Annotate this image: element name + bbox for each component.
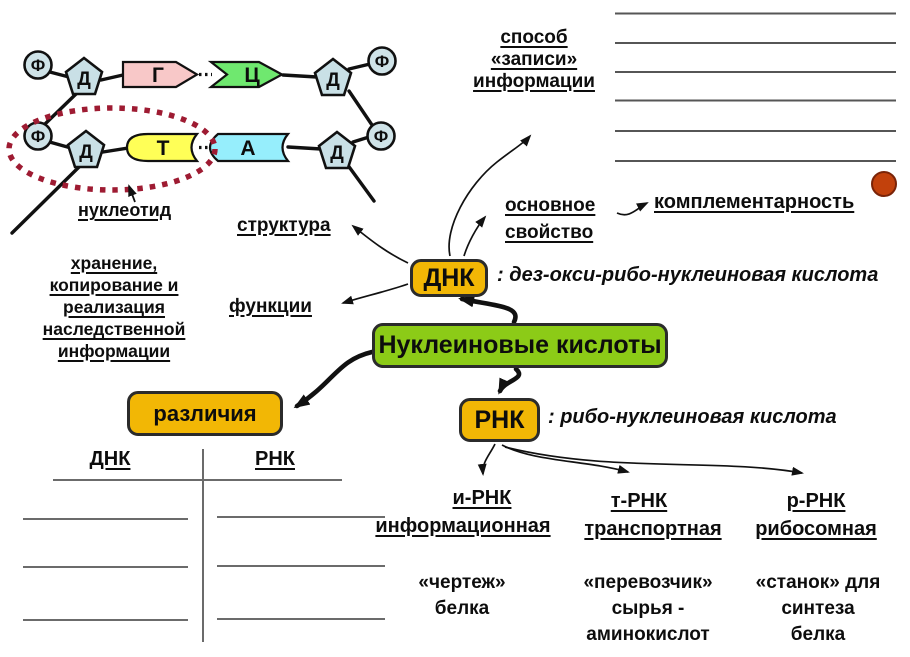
- mrna-name: информационная: [375, 515, 551, 537]
- note-line: хранение,: [70, 253, 158, 273]
- base-thymine-shape: [125, 132, 200, 163]
- blank-writing-lines: [615, 12, 896, 162]
- phosphate-label: Ф: [374, 127, 389, 146]
- desc-line: синтеза: [781, 598, 855, 619]
- thin-arrows: [341, 134, 804, 476]
- functions-label: функции: [229, 296, 312, 317]
- arrow-rna-to-trna: [501, 444, 630, 474]
- root-node: Нуклеиновые кислоты: [372, 323, 668, 368]
- arrow-rna-to-mrna: [477, 443, 496, 476]
- method-line: «записи»: [490, 49, 578, 70]
- phosphate-label: Ф: [375, 52, 390, 71]
- sugar-label: Д: [326, 70, 340, 91]
- rrna-name: рибосомная: [755, 518, 877, 540]
- mrna-description: «чертеж» белка: [377, 570, 547, 622]
- nucleotide-pointer-arrow: [128, 184, 137, 203]
- comparison-table-lines: [23, 449, 385, 642]
- nucleotide-label: нуклеотид: [78, 200, 172, 220]
- complementarity-label: комплементарность: [654, 191, 855, 213]
- sugar-pentagons: [64, 56, 357, 170]
- rna-node: РНК: [459, 398, 540, 442]
- note-line: наследственной: [42, 319, 186, 339]
- arrow-dna-to-property: [463, 215, 487, 257]
- cytosine-label: Ц: [244, 64, 260, 87]
- phosphate-label: Ф: [31, 56, 46, 75]
- base-cytosine-shape: [207, 60, 285, 89]
- arrow-root-to-differences: [293, 349, 375, 409]
- strand-bonds: [10, 62, 376, 235]
- phosphate-circles: [23, 46, 397, 151]
- trna-name: транспортная: [584, 518, 722, 540]
- note-line: реализация: [63, 297, 165, 317]
- adenine-label: А: [240, 137, 255, 160]
- trna-description: «перевозчик» сырья - аминокислот: [553, 570, 743, 648]
- desc-line: белка: [434, 598, 490, 619]
- property-line: основное: [505, 195, 596, 216]
- note-line: копирование и: [49, 275, 179, 295]
- sugar-label: Д: [77, 69, 91, 90]
- phosphate-label: Ф: [31, 127, 46, 146]
- structure-label: структура: [237, 215, 331, 236]
- thick-arrows: [293, 295, 522, 409]
- rna-definition: : рибо-нуклеиновая кислота: [548, 406, 837, 428]
- arrow-property-to-complementarity: [616, 202, 649, 216]
- table-header-dna: ДНК: [89, 448, 131, 470]
- trna-abbr: т-РНК: [610, 490, 668, 512]
- dna-definition: : дез-окси-рибо-нуклеиновая кислота: [497, 264, 879, 286]
- desc-line: «перевозчик»: [583, 572, 713, 593]
- rrna-abbr: р-РНК: [786, 490, 846, 512]
- nucleotide-highlight-ellipse: [6, 105, 218, 193]
- base-guanine-shape: [121, 60, 200, 89]
- guanine-label: Г: [152, 64, 164, 87]
- arrow-dna-to-method: [448, 134, 532, 257]
- method-line: информации: [473, 71, 595, 92]
- table-header-rna: РНК: [255, 448, 295, 470]
- sugar-label: Д: [79, 142, 93, 163]
- rrna-description: «станок» для синтеза белка: [723, 570, 910, 648]
- arrow-dna-to-functions: [341, 283, 409, 305]
- arrow-root-to-rna: [497, 366, 522, 395]
- arrow-rna-to-rrna: [504, 446, 804, 476]
- note-line: информации: [57, 341, 171, 361]
- desc-line: сырья -: [611, 598, 685, 619]
- desc-line: белка: [790, 624, 846, 645]
- property-line: свойство: [505, 222, 594, 243]
- shape-letters: Ф Ф Ф Ф Д Д Д Д Г Ц Т А: [31, 52, 390, 164]
- red-bullet: [871, 171, 897, 197]
- dna-node: ДНК: [410, 259, 488, 297]
- desc-line: аминокислот: [586, 624, 710, 645]
- recording-method-label: способ «записи» информации: [458, 27, 610, 93]
- desc-line: «станок» для: [755, 572, 881, 593]
- arrow-root-to-dna: [458, 295, 518, 325]
- dna-role-note: хранение, копирование и реализация насле…: [18, 252, 210, 362]
- sugar-label: Д: [330, 143, 344, 164]
- method-line: способ: [500, 27, 568, 48]
- arrow-dna-to-structure: [351, 224, 409, 264]
- mrna-abbr: и-РНК: [452, 487, 512, 509]
- thymine-label: Т: [157, 137, 170, 160]
- differences-node: различия: [127, 391, 283, 436]
- main-property-label: основное свойство: [505, 192, 595, 246]
- desc-line: «чертеж»: [418, 572, 506, 593]
